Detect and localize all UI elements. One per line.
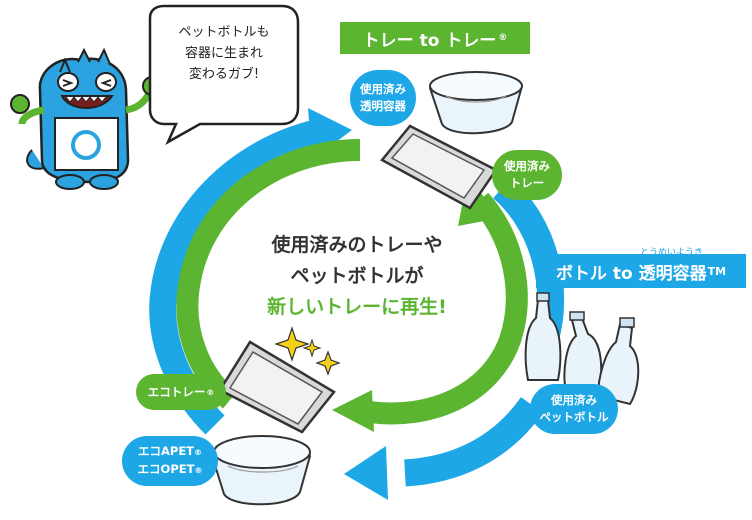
banner-bottle-label: ボトル to 透明容器 <box>555 263 707 284</box>
label-used-pet-bottle: 使用済み ペットボトル <box>530 384 618 434</box>
center-line-2: ペットボトルが <box>290 265 424 287</box>
label-eco-opet-mark: ® <box>194 466 203 475</box>
label-eco-opet: エコOPET <box>137 462 195 476</box>
center-message: 使用済みのトレーや ペットボトルが 新しいトレーに再生! <box>232 230 482 323</box>
dinosaur-mascot <box>10 47 162 190</box>
tray-bottom <box>218 340 336 434</box>
banner-bottle-mark: TM <box>707 264 727 278</box>
speech-line-3: 変わるガブ! <box>188 67 260 82</box>
speech-bubble <box>148 4 300 145</box>
label-used-pet-bottle-line2: ペットボトル <box>539 410 609 424</box>
label-used-tray-line1: 使用済み <box>504 159 550 173</box>
label-used-tray-line2: トレー <box>509 176 545 190</box>
label-eco-opet-line: エコOPET® <box>138 461 203 479</box>
sparkle-icon <box>274 326 341 376</box>
pet-bottle-icon <box>596 317 640 406</box>
tray-top <box>380 124 498 210</box>
label-used-clear-container: 使用済み 透明容器 <box>350 70 416 126</box>
clear-container-bottom <box>212 435 312 506</box>
clear-container-top <box>428 71 524 135</box>
banner-tray-mark: ® <box>498 33 508 43</box>
label-eco-tray-mark: ® <box>206 387 215 397</box>
label-eco-apet: エコAPET <box>137 444 195 458</box>
pet-bottle-icon <box>563 311 603 393</box>
speech-line-1: ペットボトルも <box>178 25 270 40</box>
label-eco-apet-line: エコAPET® <box>138 443 202 461</box>
label-eco-apet-opet: エコAPET® エコOPET® <box>122 436 218 486</box>
pet-bottle-icon <box>524 292 562 381</box>
label-used-tray: 使用済み トレー <box>492 150 562 200</box>
banner-tray-to-tray: トレー to トレー® <box>340 22 530 54</box>
label-used-clear-container-line2: 透明容器 <box>360 99 406 113</box>
center-line-1: 使用済みのトレーや <box>271 234 443 256</box>
banner-bottle-ruby: とうめいようき <box>640 248 703 258</box>
green-cycle-arrow <box>176 139 528 432</box>
label-used-clear-container-line1: 使用済み <box>360 82 406 96</box>
label-eco-tray-text: エコトレー <box>147 384 206 399</box>
label-eco-tray: エコトレー® <box>136 374 226 410</box>
speech-line-2: 容器に生まれ <box>184 46 263 61</box>
label-eco-apet-mark: ® <box>194 448 203 457</box>
center-line-3: 新しいトレーに再生! <box>267 296 447 318</box>
banner-tray-label: トレー to トレー <box>362 30 497 51</box>
label-used-pet-bottle-line1: 使用済み <box>551 393 597 407</box>
speech-bubble-text: ペットボトルも 容器に生まれ 変わるガブ! <box>152 22 296 85</box>
